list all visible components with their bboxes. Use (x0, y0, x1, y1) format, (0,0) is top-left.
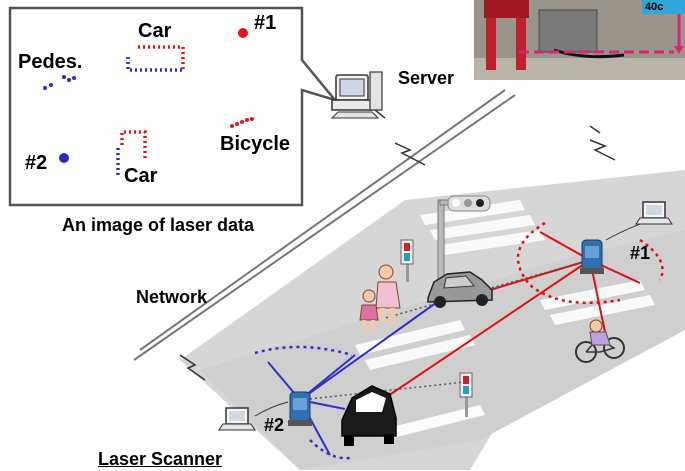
bubble-pedestrians-label: Pedes. (18, 51, 83, 73)
laser-scanner-icon-1 (580, 239, 604, 274)
bubble-car-bottom-label: Car (124, 165, 158, 187)
scanner-2-range-arc (254, 345, 353, 460)
pedestrian-signal-right (459, 372, 473, 417)
intersection (180, 170, 685, 470)
server-label: Server (398, 68, 455, 88)
bubble-bicycle-points (230, 117, 254, 128)
photo-tag: 40c (642, 0, 685, 14)
pedestrian-signal-left (400, 239, 414, 282)
scanner-1-label: #1 (630, 243, 651, 263)
pedestrian-icon (359, 264, 401, 330)
car-icon-gray (427, 271, 493, 308)
bubble-marker-2-label: #2 (25, 152, 48, 174)
laser-scanner-icon-2 (288, 391, 312, 426)
bubble-pedestrian-points (43, 75, 76, 90)
server-computer-icon (330, 71, 383, 119)
laptop-icon-1 (605, 201, 673, 241)
bubble-caption: An image of laser data (62, 215, 255, 235)
network-cable (133, 89, 516, 361)
scanner-photo: 40c (474, 0, 685, 80)
bubble-bicycle-label: Bicycle (220, 133, 291, 155)
car-icon-black (341, 385, 397, 446)
bicycle-icon (575, 319, 625, 363)
bubble-marker-1-dot (238, 28, 248, 38)
laser-scanner-caption: Laser Scanner (98, 449, 223, 469)
bubble-car-top-label: Car (138, 20, 172, 42)
bubble-car-top-points (126, 45, 185, 72)
laptop-icon-2 (218, 401, 289, 431)
bubble-marker-2-dot (59, 153, 69, 163)
bubble-marker-1-label: #1 (254, 12, 277, 34)
bubble-car-bottom-points (116, 130, 147, 176)
laser-data-bubble (8, 6, 339, 207)
traffic-light-icon (437, 195, 491, 289)
scanner-1-range-arc (516, 221, 664, 305)
network-label: Network (136, 287, 208, 307)
wireless-link-icon (179, 109, 616, 381)
crosswalk-stripes (355, 200, 655, 440)
scanner-2-label: #2 (264, 415, 285, 435)
